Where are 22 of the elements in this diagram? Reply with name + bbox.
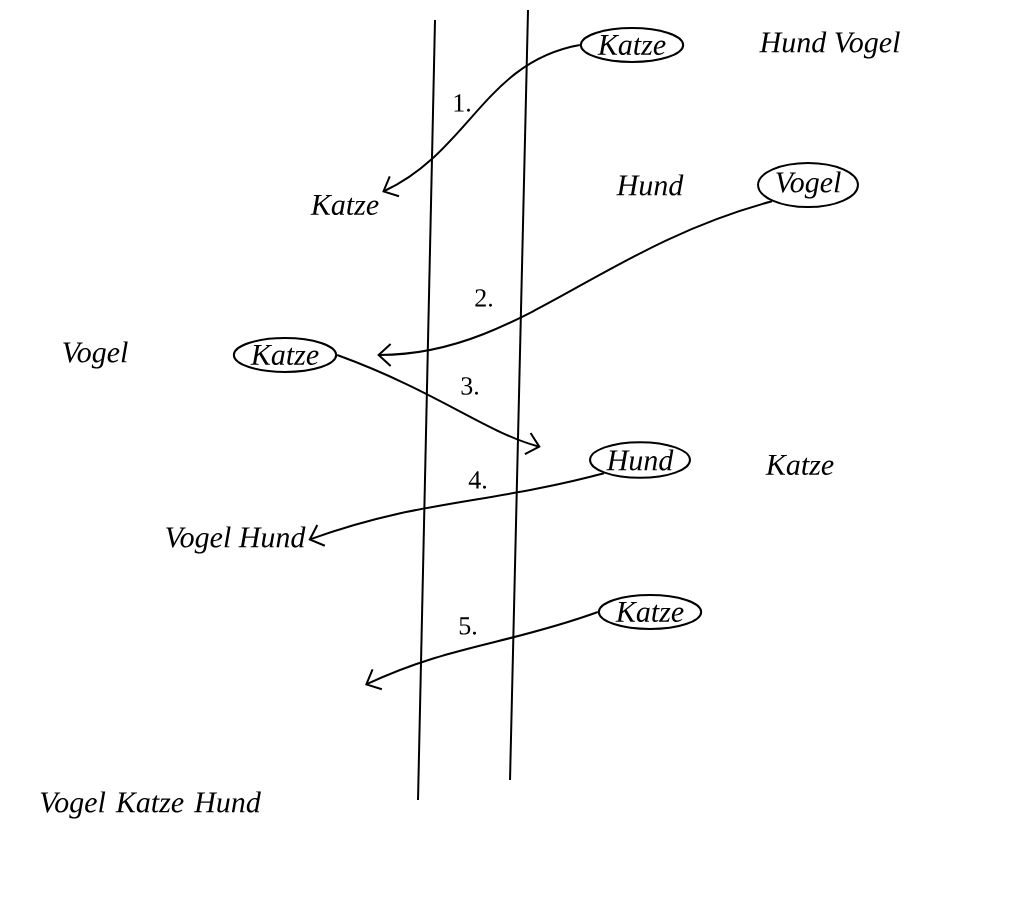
step-number: 2. bbox=[473, 288, 495, 308]
word: Katze bbox=[310, 195, 379, 215]
step-number: 1. bbox=[451, 93, 473, 113]
step-number: 3. bbox=[459, 376, 481, 396]
step-number: 4. bbox=[467, 470, 489, 490]
arrow bbox=[336, 354, 541, 456]
word: Hund bbox=[616, 174, 684, 196]
word: Hund Vogel bbox=[759, 31, 900, 59]
word: Vogel Katze Hund bbox=[40, 791, 261, 819]
arrow bbox=[377, 200, 773, 367]
circled-word: Katze bbox=[579, 27, 685, 63]
word: Vogel Hund bbox=[166, 526, 306, 554]
arrow bbox=[365, 611, 599, 691]
circled-word: Katze bbox=[232, 337, 338, 373]
circled-word: Hund bbox=[589, 441, 691, 479]
arrow bbox=[382, 44, 581, 198]
word: Katze bbox=[765, 455, 834, 475]
word: Vogel bbox=[63, 341, 128, 369]
circled-word: Katze bbox=[597, 594, 703, 630]
circled-word: Vogel bbox=[757, 161, 859, 209]
step-number: 5. bbox=[457, 616, 479, 636]
arrow bbox=[308, 472, 605, 547]
